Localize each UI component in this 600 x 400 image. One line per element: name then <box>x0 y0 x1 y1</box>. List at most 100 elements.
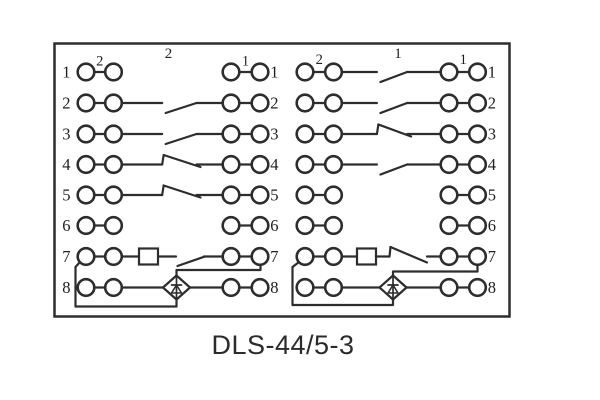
top-label-center: 1 <box>394 46 402 62</box>
terminal-circle <box>221 62 241 82</box>
top-label-center: 2 <box>165 46 173 62</box>
terminal-circle <box>250 154 270 175</box>
terminal-number-right: 4 <box>270 155 278 174</box>
terminal-circle <box>295 93 315 113</box>
terminal-circle <box>439 215 459 236</box>
terminal-circle <box>103 277 124 298</box>
terminal-circle <box>221 154 241 175</box>
terminal-circle <box>76 93 96 113</box>
contact-blade <box>164 132 198 146</box>
contact-tick <box>375 123 380 136</box>
terminal-circle <box>467 124 488 144</box>
terminal-circle <box>103 185 124 205</box>
terminal-number-right: 6 <box>488 216 496 235</box>
model-label: DLS-44/5-3 <box>211 330 355 360</box>
terminal-circle <box>439 93 459 113</box>
terminal-number-left: 4 <box>62 155 70 174</box>
terminal-circle <box>439 124 459 144</box>
under-wire <box>175 264 262 276</box>
terminal-circle <box>103 154 124 175</box>
terminal-circle <box>295 215 315 236</box>
terminal-number-right: 5 <box>270 186 278 205</box>
terminal-number-right: 7 <box>270 247 278 266</box>
terminal-circle <box>467 185 488 205</box>
terminal-circle <box>250 277 270 298</box>
terminal-circle <box>76 154 96 175</box>
terminal-circle <box>467 154 488 175</box>
terminal-number-right: 8 <box>270 278 278 297</box>
terminal-number-right: 2 <box>488 94 496 113</box>
resistor-box <box>355 247 378 266</box>
terminal-number-right: 7 <box>488 247 496 266</box>
terminal-circle <box>467 246 488 267</box>
terminal-circle <box>439 62 459 82</box>
rectifier-diode-triangle <box>387 284 399 294</box>
top-label-pair-left: 2 <box>96 54 103 70</box>
top-label-pair-right: 1 <box>460 52 467 68</box>
terminal-circle <box>76 124 96 144</box>
terminal-number-right: 5 <box>488 186 496 205</box>
terminal-circle <box>76 215 96 236</box>
terminal-circle <box>221 215 241 236</box>
terminal-circle <box>323 246 344 267</box>
terminal-circle <box>295 124 315 144</box>
terminal-circle <box>103 215 124 236</box>
terminal-circle <box>467 93 488 113</box>
under-wire <box>391 264 479 276</box>
contact-blade <box>162 153 202 169</box>
terminal-circle <box>323 215 344 236</box>
diagram-border <box>53 42 511 318</box>
terminal-circle <box>250 185 270 205</box>
terminal-circle <box>439 277 459 298</box>
terminal-number-right: 6 <box>270 216 278 235</box>
terminal-number-right: 3 <box>488 125 496 144</box>
terminal-circle <box>467 62 488 82</box>
terminal-circle <box>323 185 344 205</box>
terminal-number-left: 2 <box>62 94 70 113</box>
terminal-circle <box>103 93 124 113</box>
top-label-pair-right: 1 <box>242 54 249 70</box>
contact-tick <box>161 153 165 166</box>
terminal-circle <box>221 93 241 113</box>
terminal-circle <box>439 185 459 205</box>
terminal-number-left: 3 <box>62 125 70 144</box>
terminal-circle <box>323 277 344 298</box>
contact-blade <box>162 184 202 199</box>
terminal-circle <box>103 124 124 144</box>
contact-blade <box>379 163 409 176</box>
terminal-circle <box>467 215 488 236</box>
rectifier-diode-triangle <box>170 284 183 294</box>
top-label-pair-left: 2 <box>316 52 323 68</box>
terminal-circle <box>323 62 344 82</box>
terminal-circle <box>323 93 344 113</box>
contact-blade <box>176 255 206 268</box>
terminal-circle <box>295 62 315 82</box>
terminal-circle <box>76 277 96 298</box>
terminal-circle <box>103 246 124 267</box>
terminal-number-right: 1 <box>270 63 278 82</box>
terminal-circle <box>103 62 124 82</box>
terminal-circle <box>295 154 315 175</box>
terminal-circle <box>250 124 270 144</box>
contact-tick <box>161 184 165 197</box>
terminal-number-left: 5 <box>62 186 70 205</box>
terminal-circle <box>439 154 459 175</box>
contact-tick <box>388 245 392 258</box>
contact-blade <box>389 245 429 264</box>
terminal-circle <box>295 277 315 298</box>
terminal-number-right: 1 <box>488 63 496 82</box>
terminal-circle <box>323 124 344 144</box>
contact-blade <box>377 123 413 138</box>
terminal-circle <box>221 124 241 144</box>
terminal-circle <box>76 62 96 82</box>
terminal-number-right: 2 <box>270 94 278 113</box>
terminal-number-left: 6 <box>62 216 70 235</box>
terminal-number-left: 7 <box>62 247 70 266</box>
terminal-circle <box>221 277 241 298</box>
terminal-number-right: 4 <box>488 155 496 174</box>
terminal-circle <box>76 185 96 205</box>
terminal-circle <box>250 246 270 267</box>
terminal-circle <box>467 277 488 298</box>
